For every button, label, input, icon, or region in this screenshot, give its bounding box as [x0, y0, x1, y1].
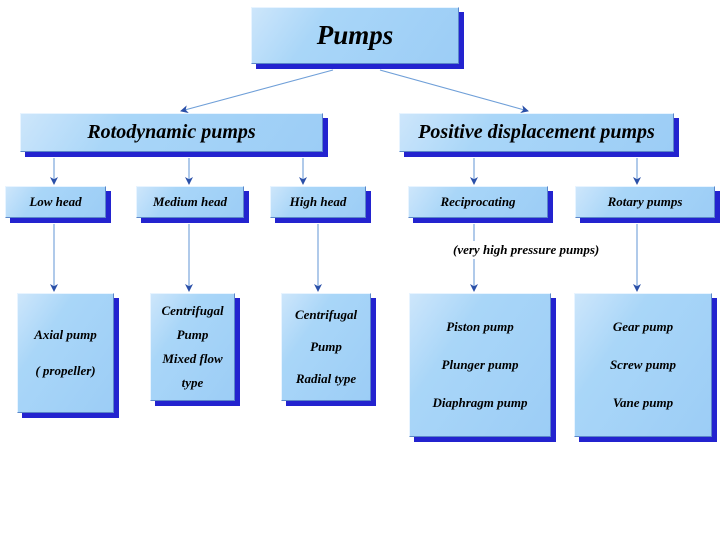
node-pumps[interactable]: Pumps — [251, 7, 459, 64]
node-axial-pump[interactable]: Axial pump ( propeller) — [17, 293, 114, 413]
node-reciprocating[interactable]: Reciprocating — [408, 186, 548, 218]
node-positive-displacement-pumps[interactable]: Positive displacement pumps — [399, 113, 674, 152]
node-rotary-pumps-label: Rotary pumps — [607, 193, 683, 209]
connector-root-to-positive-displacement — [379, 69, 529, 113]
connector-root-to-rotodynamic — [180, 69, 334, 114]
annotation-very-high-pressure-pumps: (very high pressure pumps) — [451, 241, 602, 259]
node-medium-head-label: Medium head — [152, 193, 228, 209]
node-vane-pump-label: Vane pump — [612, 395, 674, 411]
node-rotary-types[interactable]: Gear pump Screw pump Vane pump — [574, 293, 712, 437]
node-reciprocating-label: Reciprocating — [440, 193, 516, 209]
node-centrifugal-mixed-flow[interactable]: Centrifugal Pump Mixed flow type — [150, 293, 235, 401]
node-pumps-label: Pumps — [316, 19, 394, 50]
node-rotodynamic-pumps-label: Rotodynamic pumps — [87, 120, 256, 143]
node-medium-head[interactable]: Medium head — [136, 186, 244, 218]
node-centrifugal-radial-label-2: Pump — [310, 338, 342, 354]
node-centrifugal-mixed-flow-label-4: type — [181, 375, 204, 391]
node-centrifugal-radial-label-3: Radial type — [295, 371, 357, 387]
node-screw-pump-label: Screw pump — [609, 356, 677, 372]
node-centrifugal-radial-label-1: Centrifugal — [294, 306, 358, 322]
node-rotodynamic-pumps[interactable]: Rotodynamic pumps — [20, 113, 323, 152]
node-diaphragm-pump-label: Diaphragm pump — [432, 395, 528, 411]
node-centrifugal-mixed-flow-label-2: Pump — [176, 326, 209, 342]
node-positive-displacement-pumps-label: Positive displacement pumps — [418, 120, 655, 143]
node-low-head-label: Low head — [29, 193, 82, 209]
node-plunger-pump-label: Plunger pump — [441, 356, 519, 372]
node-axial-pump-label: Axial pump — [34, 326, 97, 342]
node-high-head-label: High head — [289, 193, 347, 209]
node-axial-pump-sublabel: ( propeller) — [35, 363, 96, 378]
node-rotary-pumps[interactable]: Rotary pumps — [575, 186, 715, 218]
node-centrifugal-mixed-flow-label-1: Centrifugal — [161, 302, 224, 318]
node-reciprocating-types[interactable]: Piston pump Plunger pump Diaphragm pump — [409, 293, 551, 437]
node-centrifugal-mixed-flow-label-3: Mixed flow — [162, 351, 223, 366]
node-piston-pump-label: Piston pump — [446, 318, 514, 334]
node-gear-pump-label: Gear pump — [612, 318, 674, 334]
node-low-head[interactable]: Low head — [5, 186, 106, 218]
node-high-head[interactable]: High head — [270, 186, 366, 218]
node-centrifugal-radial[interactable]: Centrifugal Pump Radial type — [281, 293, 371, 401]
